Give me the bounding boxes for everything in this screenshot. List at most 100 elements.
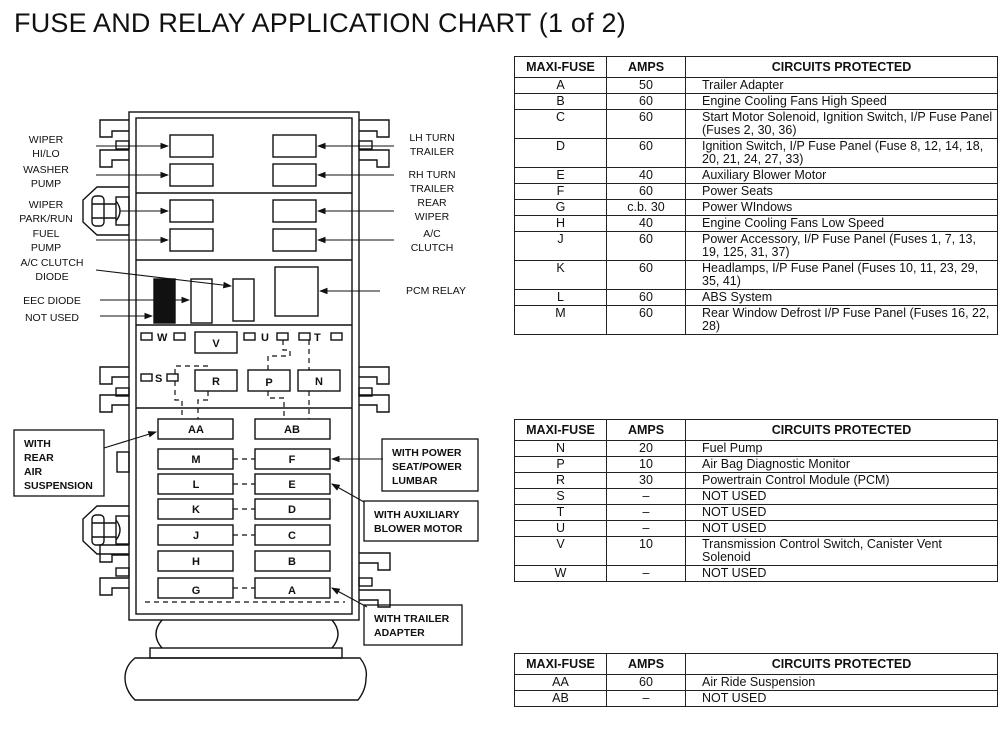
fuse-label-g: G [192, 585, 201, 597]
amps-cell: 60 [606, 109, 686, 139]
label-ac-clutch-diode-1: A/C CLUTCH [20, 257, 83, 269]
fuse-label-h: H [192, 556, 200, 568]
fuse-id-cell: A [514, 77, 607, 94]
table-row: T–NOT USED [514, 504, 998, 521]
circuit-cell: Ignition Switch, I/P Fuse Panel (Fuse 8,… [685, 138, 998, 168]
fuse-id-cell: J [514, 231, 607, 261]
circuit-cell: Power Accessory, I/P Fuse Panel (Fuses 1… [685, 231, 998, 261]
fuse-id-cell: L [514, 289, 607, 306]
amps-cell: – [606, 565, 686, 582]
fuse-label-v: V [212, 338, 220, 350]
col-header-circuits: CIRCUITS PROTECTED [685, 56, 998, 78]
callout-aux-blower-2: BLOWER MOTOR [374, 523, 463, 535]
circuit-cell: Powertrain Control Module (PCM) [685, 472, 998, 489]
callout-power-seat-3: LUMBAR [392, 475, 438, 487]
amps-cell: 60 [606, 93, 686, 110]
amps-cell: – [606, 690, 686, 707]
label-rear-wiper-1: REAR [417, 197, 447, 209]
amps-cell: 40 [606, 215, 686, 232]
label-washer-pump-2: PUMP [31, 178, 61, 190]
right-leader-lines [316, 142, 394, 608]
label-wiper-hilo-2: HI/LO [32, 148, 59, 160]
fuse-id-cell: R [514, 472, 607, 489]
callout-rear-air-1: WITH [24, 438, 51, 450]
fuse-id-cell: V [514, 536, 607, 566]
label-wiper-hilo-1: WIPER [29, 134, 64, 146]
fuse-label-p: P [265, 377, 272, 389]
callout-rear-air-2: REAR [24, 452, 54, 464]
amps-cell: 10 [606, 536, 686, 566]
circuit-cell: NOT USED [685, 520, 998, 537]
fuse-id-cell: E [514, 167, 607, 184]
amps-cell: 60 [606, 674, 686, 691]
circuit-cell: NOT USED [685, 690, 998, 707]
fuse-label-n: N [315, 376, 323, 388]
left-leader-lines [95, 142, 233, 449]
label-wiper-park-1: WIPER [29, 199, 64, 211]
fuse-id-cell: U [514, 520, 607, 537]
label-pcm-relay: PCM RELAY [406, 285, 466, 297]
fuse-id-cell: C [514, 109, 607, 139]
label-fuel-pump-2: PUMP [31, 242, 61, 254]
fuse-label-aa: AA [188, 424, 204, 436]
slot-label-u: U [261, 332, 269, 344]
fuse-id-cell: G [514, 199, 607, 216]
amps-cell: – [606, 520, 686, 537]
amps-cell: 60 [606, 305, 686, 335]
amps-cell: – [606, 504, 686, 521]
fuse-id-cell: H [514, 215, 607, 232]
fuse-label-m: M [191, 454, 200, 466]
col-header-maxi-fuse: MAXI-FUSE [514, 653, 607, 675]
circuit-cell: Start Motor Solenoid, Ignition Switch, I… [685, 109, 998, 139]
label-rh-turn-trailer-1: RH TURN [408, 169, 455, 181]
col-header-amps: AMPS [606, 56, 686, 78]
callout-rear-air-4: SUSPENSION [24, 480, 93, 492]
circuit-cell: NOT USED [685, 565, 998, 582]
fuse-label-j: J [193, 530, 199, 542]
fuse-label-b: B [288, 556, 296, 568]
label-ac-clutch-diode-2: DIODE [35, 271, 68, 283]
circuit-cell: Engine Cooling Fans Low Speed [685, 215, 998, 232]
amps-cell: 60 [606, 289, 686, 306]
fuse-id-cell: N [514, 440, 607, 457]
circuit-cell: Power WIndows [685, 199, 998, 216]
label-not-used: NOT USED [25, 312, 79, 324]
fuse-id-cell: S [514, 488, 607, 505]
circuit-cell: Air Bag Diagnostic Monitor [685, 456, 998, 473]
slot-label-t: T [314, 332, 321, 344]
fuse-id-cell: P [514, 456, 607, 473]
callout-trailer-2: ADAPTER [374, 627, 425, 639]
circuit-cell: Trailer Adapter [685, 77, 998, 94]
circuit-cell: Fuel Pump [685, 440, 998, 457]
page-title: FUSE AND RELAY APPLICATION CHART (1 of 2… [14, 8, 626, 38]
fuse-id-cell: K [514, 260, 607, 290]
fuse-id-cell: AB [514, 690, 607, 707]
table-header-row: MAXI-FUSE AMPS CIRCUITS PROTECTED [514, 56, 998, 78]
fuse-id-cell: B [514, 93, 607, 110]
amps-cell: c.b. 30 [606, 199, 686, 216]
fuse-label-k: K [192, 504, 200, 516]
dashed-connections [145, 340, 345, 603]
col-header-circuits: CIRCUITS PROTECTED [685, 419, 998, 441]
callout-power-seat-1: WITH POWER [392, 447, 462, 459]
callout-aux-blower-1: WITH AUXILIARY [374, 509, 460, 521]
fuse-id-cell: D [514, 138, 607, 168]
amps-cell: 60 [606, 138, 686, 168]
amps-cell: 10 [606, 456, 686, 473]
amps-cell: 60 [606, 183, 686, 200]
label-lh-turn-trailer-2: TRAILER [410, 146, 455, 158]
circuit-cell: Auxiliary Blower Motor [685, 167, 998, 184]
callout-rear-air-3: AIR [24, 466, 43, 478]
label-rh-turn-trailer-2: TRAILER [410, 183, 455, 195]
callout-power-seat-2: SEAT/POWER [392, 461, 462, 473]
